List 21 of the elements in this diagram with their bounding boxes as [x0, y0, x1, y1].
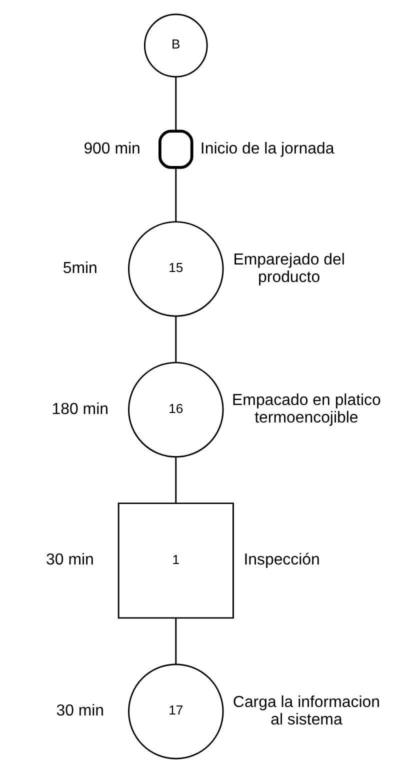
node-circle: 16 — [128, 362, 224, 458]
connector — [175, 457, 177, 504]
connector — [175, 316, 177, 362]
connector — [175, 77, 177, 132]
node-circle: B — [144, 14, 208, 78]
node-label: Carga la informacion al sistema — [232, 694, 380, 728]
node-box: 1 — [118, 502, 234, 619]
node-label: 180 min — [52, 400, 108, 418]
node-label: 30 min — [46, 552, 94, 569]
node-label: Inspección — [244, 552, 320, 569]
node-label: Empacado en platico termoencojible — [232, 392, 381, 426]
node-label: Emparejado del producto — [233, 251, 345, 286]
node-label: Inicio de la jornada — [200, 140, 334, 158]
node-label: 900 min — [84, 140, 140, 158]
connector — [175, 618, 177, 664]
node-label: 30 min — [56, 702, 104, 720]
node-circle: 17 — [128, 664, 224, 760]
node-label: 5min — [62, 260, 98, 278]
node-delay — [158, 130, 194, 169]
node-circle: 15 — [128, 221, 224, 317]
connector — [175, 167, 177, 222]
